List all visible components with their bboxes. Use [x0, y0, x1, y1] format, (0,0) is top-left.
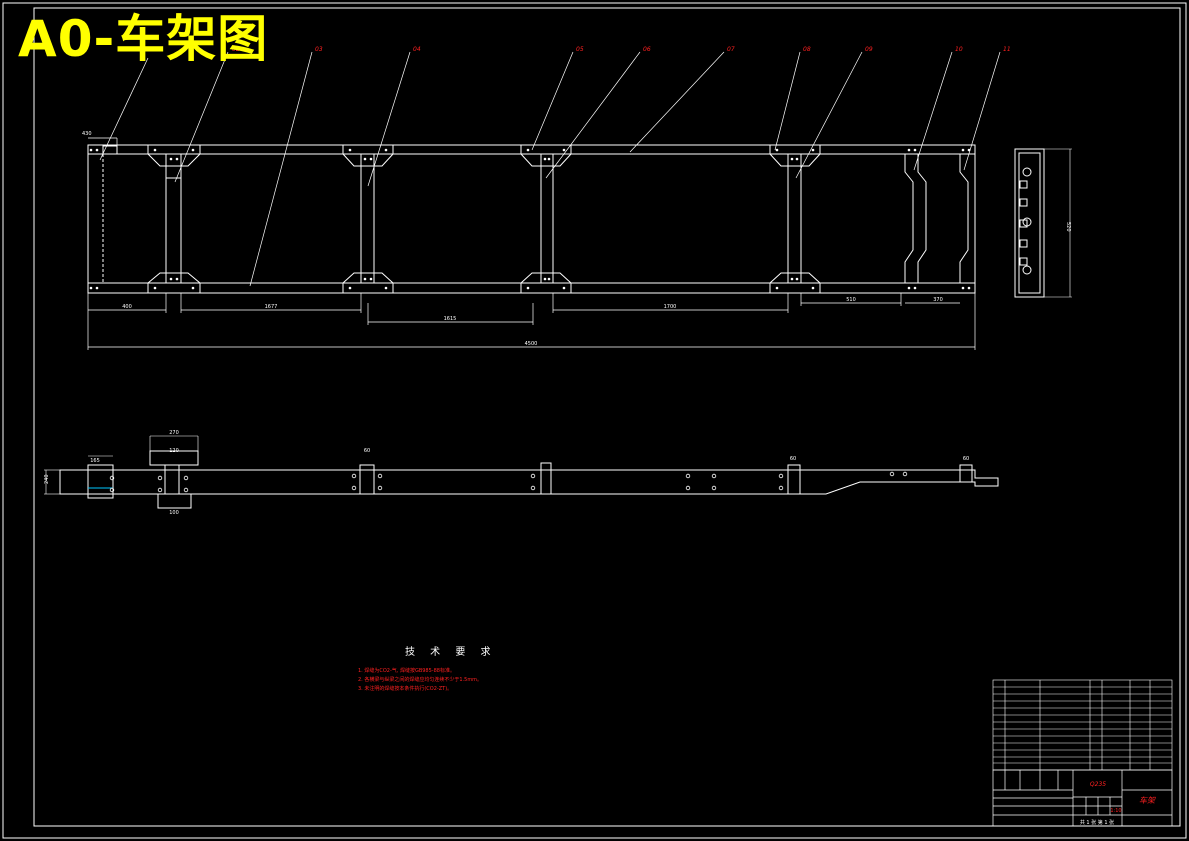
balloon-01: 01: [150, 46, 158, 53]
balloon-04: 04: [413, 46, 421, 53]
balloon-10: 10: [955, 46, 963, 53]
dim-plan-left: 430: [82, 131, 92, 137]
balloon-labels: 01 02 03 04 05 06 07 08 09 10 11: [150, 46, 1011, 53]
title-block-text: 车架 Q235 1:10 共 1 张 第 1 张: [1080, 781, 1156, 826]
dim-plan-4: 1700: [664, 304, 677, 310]
plan-dimension-lines: [87, 137, 976, 350]
side-view: [44, 435, 999, 509]
dim-side-left-1: 165: [90, 458, 100, 464]
drawing-title: A0-车架图: [18, 10, 269, 68]
dim-plan-1: 400: [122, 304, 132, 310]
leader-lines: [99, 51, 1001, 287]
dim-side-top-5: 60: [963, 456, 969, 462]
balloon-05: 05: [576, 46, 584, 53]
title-block-part-name: 车架: [1139, 796, 1156, 805]
side-bolt-holes: [109, 471, 908, 493]
dim-plan-6: 370: [933, 297, 943, 303]
dim-side-top-1: 270: [169, 430, 179, 436]
dim-side-left-2: 240: [44, 474, 50, 484]
tech-requirements-list: 1. 焊缝为CO2-气, 焊缝按GB985-88标准。 2. 各横梁与纵梁之间的…: [358, 667, 482, 694]
dim-plan-overall: 4500: [525, 341, 538, 347]
end-view: [1014, 148, 1072, 298]
plan-bolt-holes: [89, 148, 971, 290]
tech-requirements-heading: 技 术 要 求: [405, 647, 497, 658]
title-block: [992, 769, 1173, 827]
tech-requirement-1: 1. 焊缝为CO2-气, 焊缝按GB985-88标准。: [358, 668, 455, 674]
balloon-11: 11: [1003, 46, 1011, 53]
parts-list: [992, 679, 1173, 771]
dim-side-bottom: 100: [169, 510, 179, 516]
dim-plan-3: 1615: [444, 316, 457, 322]
dimension-labels: 4500 400 1677 1615 1700 510 370 430 520 …: [44, 131, 1071, 516]
balloon-02: 02: [232, 46, 240, 53]
plan-view: [87, 144, 976, 294]
tech-requirement-2: 2. 各横梁与纵梁之间的焊缝应均匀连续不少于1.5mm。: [358, 677, 483, 683]
inner-border: [33, 7, 1181, 827]
balloon-07: 07: [727, 46, 735, 53]
tech-requirement-3: 3. 未注明的焊缝按本条件执行(CO2-ZT)。: [358, 686, 453, 692]
title-block-material: Q235: [1090, 781, 1106, 788]
title-block-scale: 1:10: [1110, 808, 1121, 814]
dim-plan-5: 510: [846, 297, 856, 303]
balloon-03: 03: [315, 46, 323, 53]
title-block-sheet: 共 1 张 第 1 张: [1080, 819, 1114, 826]
balloon-06: 06: [643, 46, 651, 53]
balloon-09: 09: [865, 46, 873, 53]
dim-plan-2: 1677: [265, 304, 278, 310]
balloon-08: 08: [803, 46, 811, 53]
dim-side-top-3: 60: [364, 448, 370, 454]
dim-plan-right-height: 520: [1065, 222, 1071, 232]
dim-side-top-4: 60: [790, 456, 796, 462]
